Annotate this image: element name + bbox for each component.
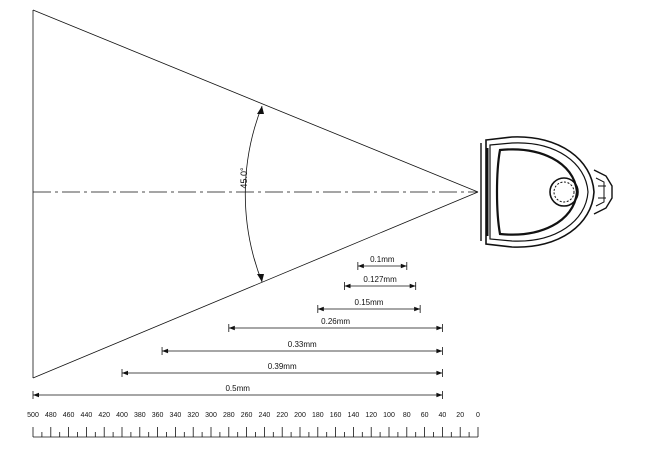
angle-arc: [244, 105, 263, 283]
ruler-tick-label: 100: [383, 412, 395, 419]
scanner-handle-ridge: [595, 177, 605, 207]
ruler-tick-label: 280: [223, 412, 235, 419]
ruler-tick-label: 400: [116, 412, 128, 419]
ruler-tick-label: 0: [476, 412, 480, 419]
range-arrow-left: [344, 283, 351, 289]
range-arrow-left: [228, 325, 235, 331]
ruler-tick-label: 380: [134, 412, 146, 419]
range-arrow-right: [436, 348, 443, 354]
range-arrow-left: [317, 306, 324, 312]
ruler-tick-label: 160: [330, 412, 342, 419]
scan-range-5: 0.39mm: [121, 362, 443, 377]
ruler-tick-label: 340: [170, 412, 182, 419]
range-arrow-left: [33, 392, 39, 398]
range-arrow-left: [357, 263, 364, 269]
ruler-tick-label: 20: [456, 412, 464, 419]
ruler-tick-label: 260: [241, 412, 253, 419]
scanner-handle-back: [593, 169, 613, 215]
scanner-inner-shell: [489, 142, 589, 242]
range-arrow-right: [436, 370, 443, 376]
range-arrow-right: [414, 306, 421, 312]
ruler-tick-label: 500: [27, 412, 39, 419]
scanner-outer-shell: [485, 136, 595, 248]
range-arrow-left: [122, 370, 128, 376]
range-arrow-right: [409, 283, 416, 289]
ruler-tick-label: 480: [45, 412, 57, 419]
ruler-tick-label: 240: [259, 412, 271, 419]
ruler-tick-label: 320: [187, 412, 199, 419]
scanner-button-inner: [553, 181, 575, 203]
ruler-tick-label: 220: [276, 412, 288, 419]
cone-bottom-edge: [32, 191, 479, 379]
ruler-tick-label: 80: [403, 412, 411, 419]
ruler-tick-label: 180: [312, 412, 324, 419]
angle-arrow-top: [257, 106, 264, 114]
range-label: 0.26mm: [321, 317, 350, 326]
scanner-window: [495, 148, 579, 236]
cone-top-edge: [32, 9, 479, 193]
ruler-tick-label: 200: [294, 412, 306, 419]
ruler-tick-label: 40: [439, 412, 447, 419]
angle-indicator: [244, 105, 264, 283]
ruler-tick-label: 120: [365, 412, 377, 419]
range-label: 0.127mm: [363, 275, 397, 284]
range-arrow-right: [400, 263, 407, 269]
scan-range-6: 0.5mm: [32, 384, 443, 399]
scan-range-1: 0.127mm: [344, 275, 417, 290]
range-label: 0.39mm: [268, 362, 297, 371]
scan-cone: [32, 9, 479, 379]
scan-range-0: 0.1mm: [357, 255, 408, 270]
angle-arrow-bottom: [257, 274, 264, 282]
range-label: 0.5mm: [225, 384, 250, 393]
scanner-button: [549, 177, 579, 207]
scan-range-3: 0.26mm: [228, 317, 443, 332]
ruler-tick-label: 460: [63, 412, 75, 419]
range-arrow-right: [436, 392, 443, 398]
scan-range-group: 0.1mm 0.127mm 0.15mm 0.26mm 0.33mm 0.39mm 0.5m…: [32, 255, 443, 399]
range-label: 0.33mm: [288, 340, 317, 349]
range-arrow-left: [162, 348, 169, 354]
ruler-tick-label: 140: [348, 412, 360, 419]
ruler-tick-label: 360: [152, 412, 164, 419]
range-arrow-right: [436, 325, 443, 331]
ruler-tick-label: 60: [421, 412, 429, 419]
ruler-tick-label: 420: [98, 412, 110, 419]
scan-range-4: 0.33mm: [161, 340, 443, 355]
range-label: 0.1mm: [370, 255, 395, 264]
scan-range-2: 0.15mm: [317, 298, 421, 313]
range-label: 0.15mm: [355, 298, 384, 307]
ruler-tick-label: 300: [205, 412, 217, 419]
ruler-tick-label: 440: [81, 412, 93, 419]
angle-label: 45.0°: [239, 167, 249, 189]
scanner-device-icon: [480, 136, 613, 248]
